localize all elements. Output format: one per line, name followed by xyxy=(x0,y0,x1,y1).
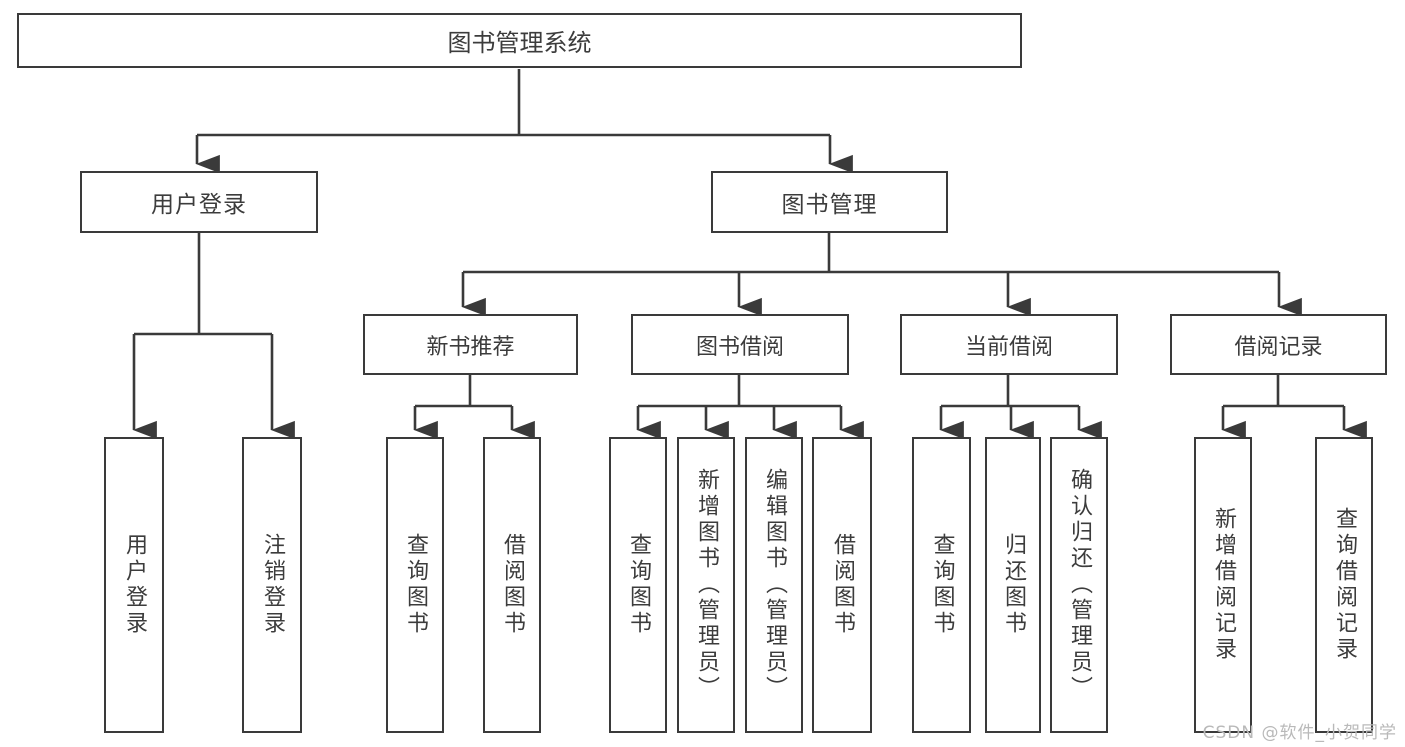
node-leaf-add-book-label: 新增图书（管理员） xyxy=(694,468,719,702)
node-borrow-record-label: 借阅记录 xyxy=(1234,334,1323,360)
node-leaf-user-login[interactable]: 用户登录 xyxy=(104,437,164,733)
node-new-book-recommend[interactable]: 新书推荐 xyxy=(363,314,578,375)
node-current-borrow[interactable]: 当前借阅 xyxy=(900,314,1118,375)
node-leaf-add-record-label: 新增借阅记录 xyxy=(1211,507,1236,663)
node-user-login[interactable]: 用户登录 xyxy=(80,171,318,233)
node-leaf-query-book-2-label: 查询图书 xyxy=(626,533,651,637)
node-leaf-query-record[interactable]: 查询借阅记录 xyxy=(1315,437,1373,733)
node-current-borrow-label: 当前借阅 xyxy=(964,334,1053,360)
node-leaf-query-book-2[interactable]: 查询图书 xyxy=(609,437,667,733)
node-leaf-query-book-1[interactable]: 查询图书 xyxy=(386,437,444,733)
node-book-manage-label: 图书管理 xyxy=(781,192,878,218)
node-book-borrow[interactable]: 图书借阅 xyxy=(631,314,849,375)
node-leaf-add-record[interactable]: 新增借阅记录 xyxy=(1194,437,1252,733)
node-borrow-record[interactable]: 借阅记录 xyxy=(1170,314,1387,375)
node-leaf-confirm-return[interactable]: 确认归还（管理员） xyxy=(1050,437,1108,733)
node-leaf-edit-book[interactable]: 编辑图书（管理员） xyxy=(745,437,803,733)
csdn-watermark: CSDN @软件_小贺同学 xyxy=(1202,723,1397,743)
node-leaf-return-book-label: 归还图书 xyxy=(1001,533,1026,637)
node-leaf-edit-book-label: 编辑图书（管理员） xyxy=(762,468,787,702)
node-leaf-borrow-book-1-label: 借阅图书 xyxy=(500,533,525,637)
node-root-system[interactable]: 图书管理系统 xyxy=(17,13,1022,68)
node-new-book-recommend-label: 新书推荐 xyxy=(426,334,515,360)
node-leaf-logout-login-label: 注销登录 xyxy=(260,533,285,637)
node-leaf-query-record-label: 查询借阅记录 xyxy=(1332,507,1357,663)
node-book-manage[interactable]: 图书管理 xyxy=(711,171,948,233)
node-leaf-user-login-label: 用户登录 xyxy=(122,533,147,637)
node-user-login-label: 用户登录 xyxy=(151,192,247,218)
node-leaf-logout-login[interactable]: 注销登录 xyxy=(242,437,302,733)
node-leaf-query-book-3[interactable]: 查询图书 xyxy=(912,437,971,733)
node-leaf-borrow-book-1[interactable]: 借阅图书 xyxy=(483,437,541,733)
node-book-borrow-label: 图书借阅 xyxy=(695,334,784,360)
node-leaf-add-book[interactable]: 新增图书（管理员） xyxy=(677,437,735,733)
node-leaf-query-book-3-label: 查询图书 xyxy=(929,533,955,637)
node-leaf-return-book[interactable]: 归还图书 xyxy=(985,437,1041,733)
node-leaf-query-book-1-label: 查询图书 xyxy=(403,533,428,637)
node-leaf-borrow-book-2-label: 借阅图书 xyxy=(830,533,855,637)
node-leaf-borrow-book-2[interactable]: 借阅图书 xyxy=(812,437,872,733)
node-leaf-confirm-return-label: 确认归还（管理员） xyxy=(1067,468,1092,702)
node-root-system-label: 图书管理系统 xyxy=(447,29,592,57)
